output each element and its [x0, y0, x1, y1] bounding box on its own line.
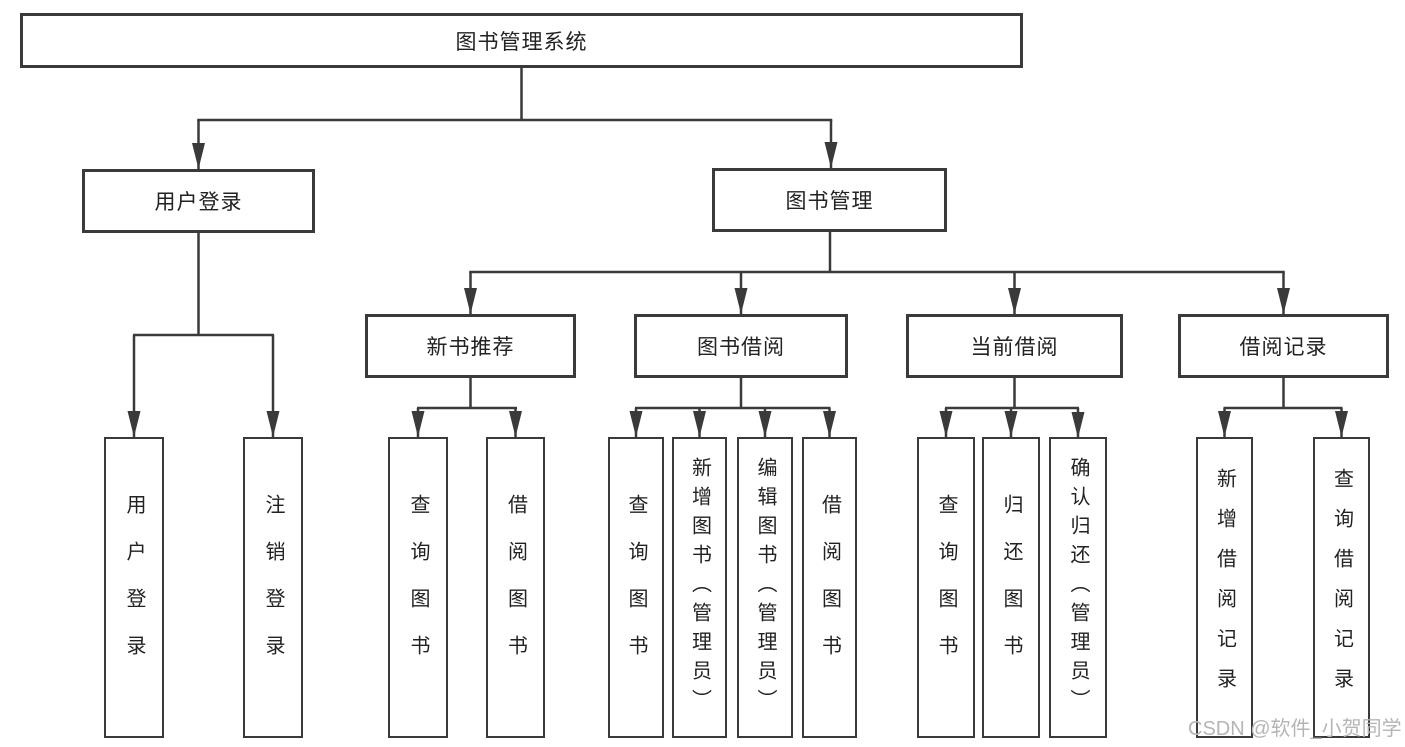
csdn-watermark: CSDN @软件_小贺同学: [1188, 718, 1402, 740]
node-label: 用户登录: [123, 493, 145, 682]
node-borrowing-add-books-admin: 新增图书（管理员）: [672, 437, 727, 738]
node-borrowing-query-books: 查询图书: [608, 437, 664, 738]
node-label: 查询图书: [407, 493, 429, 682]
node-records-add-record: 新增借阅记录: [1196, 437, 1253, 738]
node-current-confirm-return-admin: 确认归还（管理员）: [1049, 437, 1107, 738]
node-recommend-borrow-books: 借阅图书: [486, 437, 545, 738]
node-recommend-query-books: 查询图书: [388, 437, 448, 738]
node-label: 确认归还（管理员）: [1067, 457, 1089, 718]
node-logout-action: 注销登录: [243, 437, 303, 738]
node-borrowing-edit-books-admin: 编辑图书（管理员）: [737, 437, 793, 738]
node-label: 用户登录: [154, 191, 243, 214]
node-label: 新增借阅记录: [1213, 467, 1236, 708]
node-label: 当前借阅: [970, 336, 1059, 359]
node-label: 图书管理系统: [455, 30, 588, 54]
node-user-login: 用户登录: [82, 169, 315, 233]
node-records-query-record: 查询借阅记录: [1313, 437, 1370, 738]
node-current-borrowing: 当前借阅: [906, 314, 1123, 378]
node-label: 借阅图书: [504, 493, 527, 682]
node-label: 查询图书: [935, 493, 957, 682]
node-label: 归还图书: [1000, 493, 1022, 682]
node-new-book-recommendation: 新书推荐: [365, 314, 576, 378]
node-label: 借阅记录: [1239, 336, 1328, 359]
node-book-management: 图书管理: [712, 168, 947, 232]
node-library-management-system: 图书管理系统: [20, 13, 1023, 68]
node-borrowing-records: 借阅记录: [1178, 314, 1389, 378]
node-label: 图书管理: [785, 190, 874, 213]
node-label: 查询借阅记录: [1330, 467, 1353, 708]
node-label: 编辑图书（管理员）: [754, 457, 776, 718]
node-label: 借阅图书: [818, 493, 841, 682]
node-borrowing-borrow-books: 借阅图书: [802, 437, 857, 738]
node-label: 图书借阅: [697, 336, 785, 359]
node-label: 查询图书: [625, 493, 647, 682]
node-label: 新增图书（管理员）: [688, 457, 711, 718]
node-label: 新书推荐: [426, 336, 515, 359]
node-book-borrowing: 图书借阅: [634, 314, 848, 378]
node-user-login-action: 用户登录: [104, 437, 164, 738]
node-current-query-books: 查询图书: [917, 437, 975, 738]
node-current-return-books: 归还图书: [982, 437, 1040, 738]
node-label: 注销登录: [262, 493, 284, 682]
